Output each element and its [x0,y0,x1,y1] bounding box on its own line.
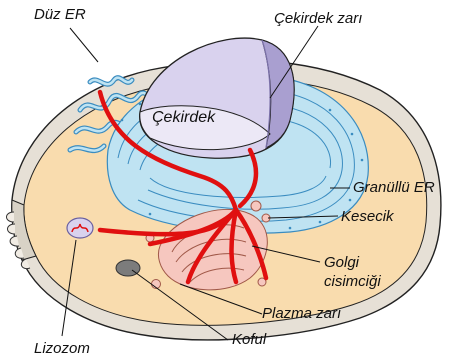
label-golgi-line2: cisimciği [324,273,381,290]
label-vacuole: Koful [232,331,266,348]
leader-smooth-er [70,28,98,62]
label-rough-er: Granüllü ER [353,179,435,196]
label-lysosome: Lizozom [34,340,90,357]
label-plasma-membrane: Plazma zarı [262,305,341,322]
label-smooth-er: Düz ER [34,6,86,23]
nucleus [140,38,294,158]
label-golgi-line1: Golgi [324,254,359,271]
label-nucleus: Çekirdek [152,109,215,127]
label-vesicle: Kesecik [341,208,394,225]
label-nuclear-envelope: Çekirdek zarı [274,10,362,27]
lysosome [67,218,93,238]
